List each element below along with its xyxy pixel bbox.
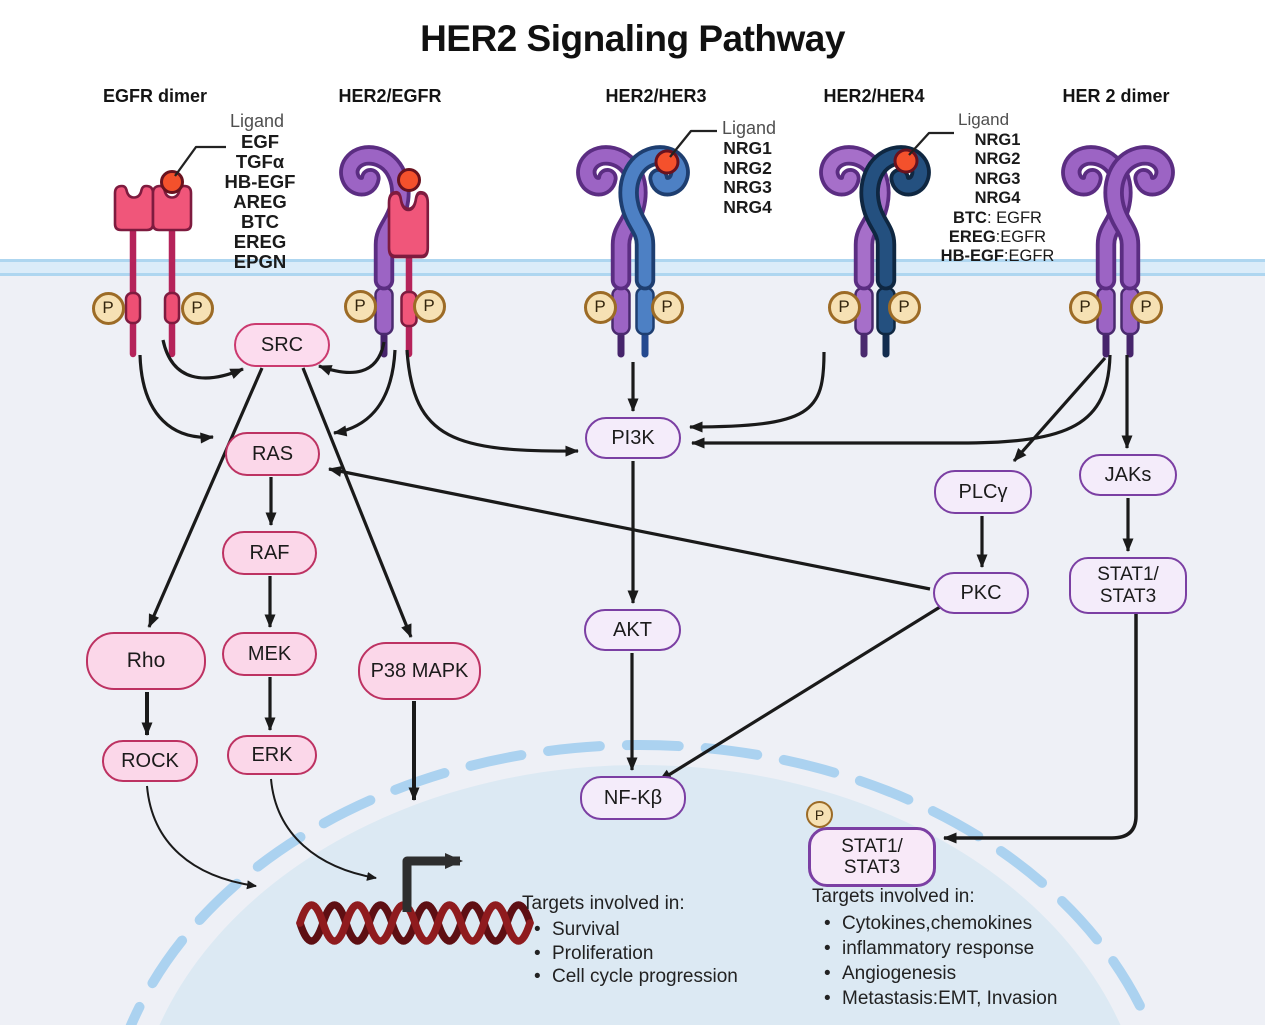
phospho-badge: P — [343, 289, 377, 323]
target-item: Angiogenesis — [812, 961, 1152, 986]
arrow-rock-to-nucleus — [146, 785, 257, 890]
node-stat1-stat3-cytoplasm: STAT1/ STAT3 — [1069, 557, 1187, 614]
signal-arrows — [138, 339, 1138, 890]
plasma-membrane — [0, 259, 1265, 276]
target-item: Cell cycle progression — [522, 965, 822, 989]
targets-left: Targets involved in: Survival Proliferat… — [522, 893, 822, 989]
arrow-her2her4-to-pi3k — [689, 351, 826, 433]
ligand-item: NRG3 — [974, 169, 1021, 188]
ligand-dots — [160, 148, 919, 194]
label-egfr-dimer: EGFR dimer — [102, 86, 208, 106]
ligand-list-egfr: EGF TGFα HB-EGF AREG BTC EREG EPGN — [205, 132, 315, 272]
arrow-erk-to-nucleus — [270, 778, 377, 881]
target-item: Cytokines,chemokines — [812, 911, 1152, 936]
ligand-item: HB-EGF:EGFR — [940, 247, 1055, 266]
targets-right-heading: Targets involved in: — [812, 886, 975, 907]
phospho-badge: P — [180, 291, 214, 325]
ligand-title-her3: Ligand — [722, 118, 777, 138]
ligand-item: NRG3 — [723, 177, 772, 198]
arrow-pkc-to-ras — [328, 466, 931, 591]
ligand-item: NRG1 — [723, 138, 772, 158]
ligand-item: NRG2 — [974, 150, 1021, 169]
node-ras: RAS — [225, 432, 320, 476]
ligand-item: HB-EGF — [224, 171, 296, 192]
targets-right: Targets involved in: Cytokines,chemokine… — [812, 886, 1152, 1011]
ligand-item: EPGN — [233, 251, 287, 272]
ligand-item: BTC: EGFR — [953, 208, 1042, 227]
arrow-her2dimer-to-plcg — [1012, 356, 1107, 463]
phospho-badge: P — [827, 290, 861, 324]
label-her2-her4: HER2/HER4 — [823, 86, 925, 106]
node-rho: Rho — [86, 632, 206, 690]
arrow-src-to-rho — [147, 367, 264, 628]
ligand-item: AREG — [233, 191, 287, 212]
dna-helix — [296, 901, 534, 945]
ligand-item: EGF — [240, 131, 280, 152]
node-akt: AKT — [584, 609, 681, 651]
ligand-title-egfr: Ligand — [230, 111, 285, 131]
node-mek: MEK — [222, 632, 317, 676]
ligand-item: TGFα — [235, 151, 285, 172]
arrow-egfr-to-src — [161, 339, 244, 380]
label-her2-her3: HER2/HER3 — [605, 86, 707, 106]
ligand-title-her4: Ligand — [958, 110, 1010, 129]
ligand-item: NRG4 — [974, 189, 1021, 208]
node-erk: ERK — [227, 735, 317, 775]
arrow-egfr-to-ras — [138, 354, 214, 444]
target-item: Proliferation — [522, 942, 822, 966]
phospho-badge: P — [1068, 290, 1102, 324]
node-raf: RAF — [222, 531, 317, 575]
target-item: inflammatory response — [812, 936, 1152, 961]
arrow-her2egfr-to-pi3k — [405, 349, 579, 457]
ligand-pointer-lines — [174, 129, 954, 177]
node-p38-mapk: P38 MAPK — [358, 642, 481, 700]
phospho-badge: P — [412, 289, 446, 323]
ligand-item: NRG1 — [974, 131, 1021, 149]
label-her2-egfr: HER2/EGFR — [338, 86, 442, 106]
node-nf-kb: NF-Kβ — [580, 776, 686, 820]
arrow-src-to-p38 — [301, 367, 413, 638]
ligand-list-her4: NRG1 NRG2 NRG3 NRG4 BTC: EGFR EREG:EGFR … — [925, 131, 1070, 267]
phospho-badge-stat: P — [806, 801, 833, 828]
node-pi3k: PI3K — [585, 417, 681, 459]
ligand-item: NRG4 — [723, 197, 772, 218]
arrow-her2egfr-to-ras — [333, 349, 397, 437]
node-src: SRC — [234, 323, 330, 367]
phospho-badge: P — [887, 290, 921, 324]
node-plc-gamma: PLCγ — [934, 470, 1032, 514]
diagram-title: HER2 Signaling Pathway — [420, 18, 845, 59]
phospho-badge: P — [583, 290, 617, 324]
phospho-badge: P — [91, 291, 125, 325]
label-her2-dimer: HER 2 dimer — [1062, 86, 1170, 106]
nuclear-envelope-dashes — [125, 740, 1155, 1025]
arrow-pkc-to-nfkb — [658, 605, 941, 783]
arrow-her2dimer-to-pi3k — [691, 354, 1112, 449]
ligand-item: EREG — [233, 231, 287, 252]
receptor-egfr-dimer-heads — [113, 184, 193, 232]
arrow-her2egfr-to-src — [318, 341, 386, 376]
targets-left-heading: Targets involved in: — [522, 893, 685, 914]
node-jaks: JAKs — [1079, 454, 1177, 496]
phospho-badge: P — [650, 290, 684, 324]
phospho-badge: P — [1129, 290, 1163, 324]
transcription-arrow — [402, 853, 463, 912]
ligand-item: EREG:EGFR — [948, 228, 1047, 247]
target-item: Survival — [522, 918, 822, 942]
target-item: Metastasis:EMT, Invasion — [812, 986, 1152, 1011]
ligand-list-her3: NRG1 NRG2 NRG3 NRG4 — [700, 138, 795, 218]
ligand-item: NRG2 — [723, 157, 772, 178]
node-stat1-stat3-nucleus: STAT1/ STAT3 — [808, 827, 936, 887]
arrow-stat-to-nucleus — [943, 614, 1138, 844]
ligand-item: BTC — [240, 211, 280, 232]
node-rock: ROCK — [102, 740, 198, 782]
node-pkc: PKC — [933, 572, 1029, 614]
